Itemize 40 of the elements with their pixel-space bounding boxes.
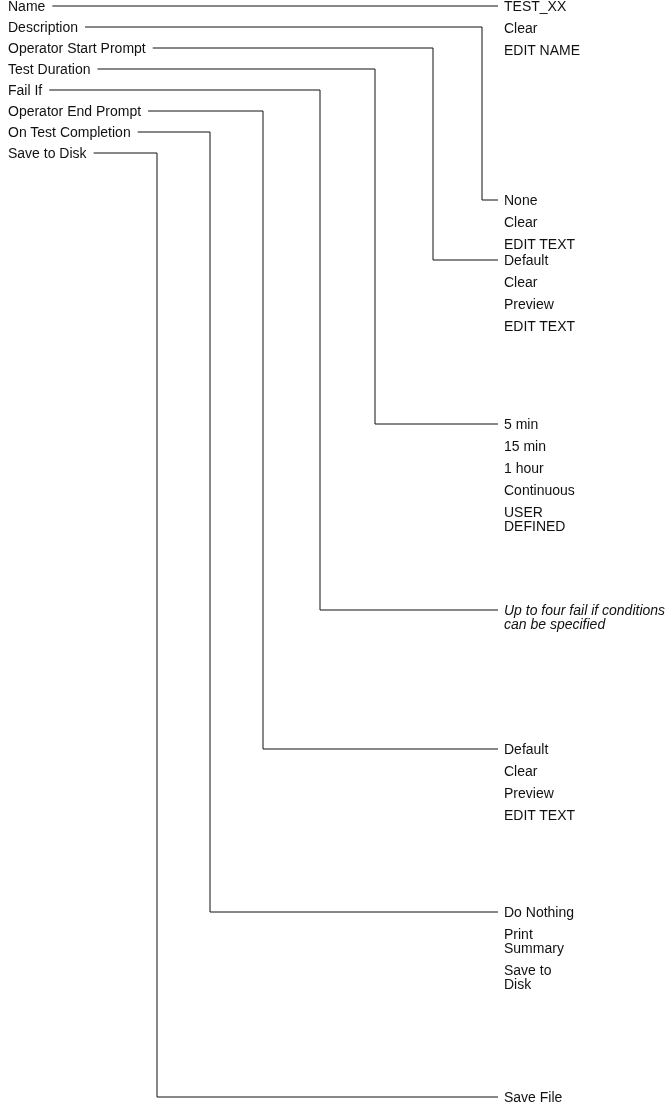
option-label: EDIT TEXT bbox=[504, 237, 577, 251]
option-label: Save File bbox=[504, 1090, 564, 1104]
menu-item-label: Description bbox=[8, 20, 86, 34]
option-label: 15 min bbox=[504, 439, 548, 453]
option-label: EDIT NAME bbox=[504, 43, 581, 57]
option-label: Print Summary bbox=[504, 927, 565, 955]
option-label: Clear bbox=[504, 275, 539, 289]
connector-line bbox=[152, 47, 499, 261]
option-label: Preview bbox=[504, 297, 555, 311]
connector-line bbox=[93, 152, 499, 1098]
option-label: 5 min bbox=[504, 417, 540, 431]
note-text: Up to four fail if conditions can be specified bbox=[504, 603, 667, 631]
connector-line bbox=[97, 68, 499, 425]
option-label: Do Nothing bbox=[504, 905, 576, 919]
option-label: TEST_XX bbox=[504, 0, 568, 13]
option-label: Clear bbox=[504, 764, 539, 778]
option-label: USER DEFINED bbox=[504, 505, 567, 533]
option-label: Continuous bbox=[504, 483, 576, 497]
option-label: EDIT TEXT bbox=[504, 808, 577, 822]
connector-line bbox=[137, 131, 499, 913]
option-label: EDIT TEXT bbox=[504, 319, 577, 333]
option-label: Preview bbox=[504, 786, 555, 800]
connector-line bbox=[51, 5, 499, 7]
option-label: None bbox=[504, 193, 539, 207]
menu-item-label: Operator End Prompt bbox=[8, 104, 149, 118]
option-label: Default bbox=[504, 742, 550, 756]
menu-item-label: On Test Completion bbox=[8, 125, 138, 139]
option-label: Clear bbox=[504, 21, 539, 35]
menu-item-label: Operator Start Prompt bbox=[8, 41, 153, 55]
option-label: Default bbox=[504, 253, 550, 267]
menu-item-label: Test Duration bbox=[8, 62, 98, 76]
connector-line bbox=[147, 110, 499, 750]
option-label: Save to Disk bbox=[504, 963, 553, 991]
option-label: Clear bbox=[504, 215, 539, 229]
connector-line bbox=[48, 89, 499, 611]
menu-item-label: Save to Disk bbox=[8, 146, 94, 160]
connector-line bbox=[84, 26, 499, 201]
option-label: 1 hour bbox=[504, 461, 545, 475]
menu-item-label: Fail If bbox=[8, 83, 50, 97]
menu-item-label: Name bbox=[8, 0, 53, 13]
